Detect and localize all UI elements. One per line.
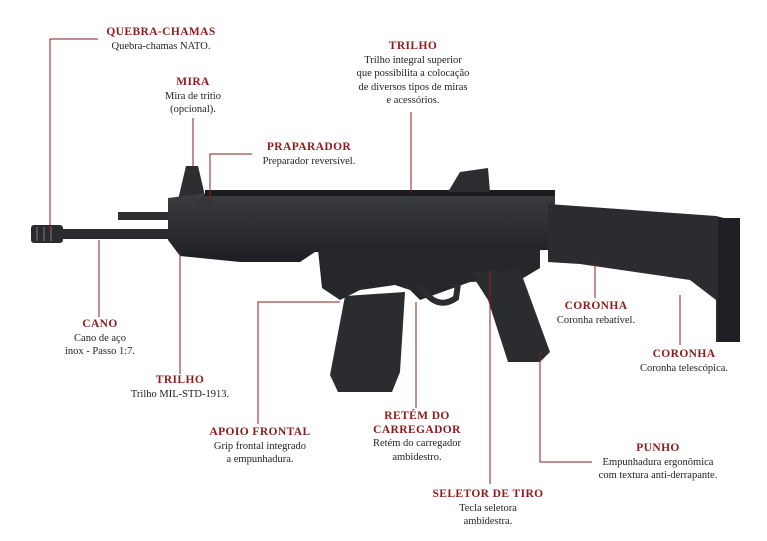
- label-title: PUNHO: [636, 442, 680, 454]
- label-coronha-telescopica: CORONHA Coronha telescópica.: [628, 348, 740, 375]
- label-desc: Coronha telescópica.: [639, 362, 729, 374]
- label-title: MIRA: [176, 76, 210, 88]
- label-seletor: SELETOR DE TIRO Tecla seletora ambidestr…: [432, 488, 544, 529]
- label-title: TRILHO: [388, 40, 438, 52]
- rear-sight: [448, 168, 490, 192]
- label-punho: PUNHO Empunhadura ergonômica com textura…: [586, 442, 730, 483]
- leader-quebra-chamas: [49, 38, 98, 232]
- label-apoio-frontal: APOIO FRONTAL Grip frontal integrado a e…: [202, 426, 318, 467]
- label-desc: Trilho MIL-STD-1913.: [130, 388, 230, 400]
- label-retem: RETÉM DO CARREGADOR Retém do carregador …: [360, 410, 474, 464]
- label-preparador: PRAPARADOR Preparador reversível.: [246, 141, 372, 168]
- magazine: [330, 292, 405, 392]
- label-desc: Empunhadura ergonômica com textura anti-…: [598, 456, 718, 482]
- label-title: APOIO FRONTAL: [209, 426, 311, 438]
- charging-handle: [198, 197, 214, 213]
- trigger-guard: [417, 283, 461, 306]
- label-desc: Mira de trítio (opcional).: [165, 90, 221, 116]
- barrel: [60, 212, 190, 239]
- label-desc: Cano de aço inox - Passo 1:7.: [64, 332, 135, 358]
- upper-receiver: [168, 194, 555, 262]
- label-desc: Tecla seletora ambidestra.: [459, 502, 517, 528]
- label-title: TRILHO: [155, 374, 205, 386]
- label-trilho-inferior: TRILHO Trilho MIL-STD-1913.: [122, 374, 238, 401]
- stock: [548, 204, 740, 342]
- label-desc: Preparador reversível.: [262, 155, 356, 167]
- top-rail: [205, 190, 555, 196]
- label-trilho-superior: TRILHO Trilho integral superior que poss…: [343, 40, 483, 108]
- label-cano: CANO Cano de aço inox - Passo 1:7.: [56, 318, 144, 359]
- label-title: PRAPARADOR: [266, 141, 352, 153]
- leader-punho: [539, 352, 592, 463]
- front-sight: [178, 166, 206, 200]
- label-desc: Coronha rebatível.: [556, 314, 636, 326]
- leader-apoio-frontal: [257, 301, 340, 424]
- label-quebra-chamas: QUEBRA-CHAMAS Quebra-chamas NATO.: [98, 26, 224, 53]
- label-title: CORONHA: [564, 300, 628, 312]
- label-coronha-rebativel: CORONHA Coronha rebatível.: [546, 300, 646, 327]
- flash-hider: [31, 225, 63, 243]
- label-title: RETÉM DO CARREGADOR: [373, 410, 461, 436]
- label-desc: Grip frontal integrado a empunhadura.: [213, 440, 307, 466]
- label-title: QUEBRA-CHAMAS: [106, 26, 216, 38]
- leader-preparador: [209, 153, 252, 200]
- label-mira: MIRA Mira de trítio (opcional).: [148, 76, 238, 117]
- label-desc: Retém do carregador ambidestro.: [372, 438, 462, 463]
- label-desc: Trilho integral superior que possibilita…: [356, 54, 470, 107]
- label-desc: Quebra-chamas NATO.: [111, 40, 211, 52]
- lower-receiver: [318, 250, 540, 300]
- label-title: SELETOR DE TIRO: [432, 488, 544, 500]
- label-title: CORONHA: [652, 348, 716, 360]
- label-title: CANO: [82, 318, 118, 330]
